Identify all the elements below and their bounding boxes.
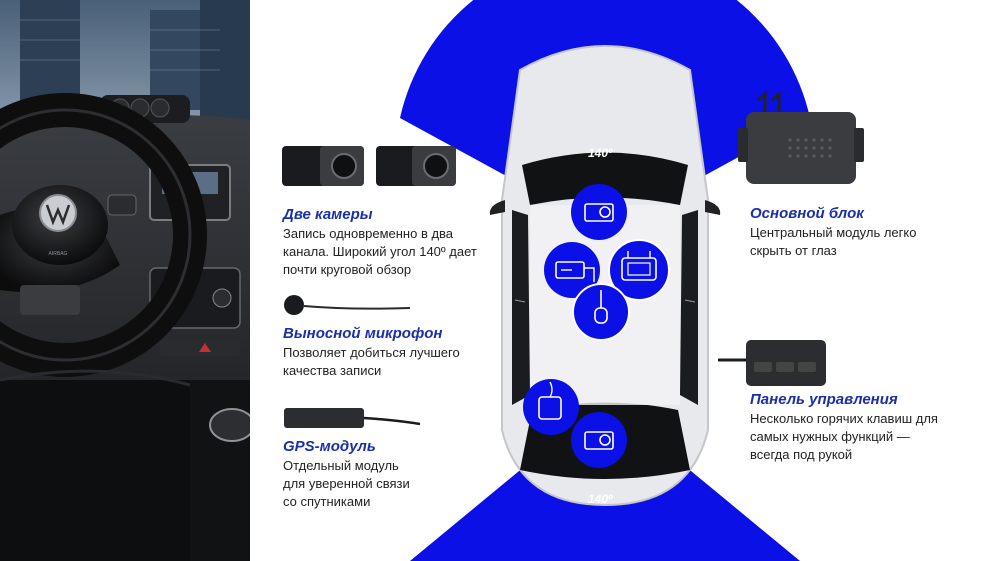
front-camera-device [282,146,364,186]
camera-icon [571,184,627,240]
interior-photo: AIRBAG [0,0,250,561]
feature-main-unit: Основной блок Центральный модуль легко с… [750,205,916,260]
control-panel-icon [608,239,670,301]
microphone-icon [572,283,630,341]
main-unit-device [738,90,864,184]
svg-text:AIRBAG: AIRBAG [49,251,68,257]
feature-control-panel: Панель управления Несколько горячих клав… [750,391,938,464]
feature-description: Несколько горячих клавиш для самых нужны… [750,411,938,462]
feature-description: Позволяет добиться лучшего качества запи… [283,345,460,378]
main-unit-icon [544,242,600,298]
feature-title: Основной блок [750,205,864,222]
rear-camera-device [376,146,456,186]
rear-angle-label: 140º [588,492,613,506]
microphone-device [284,295,411,315]
feature-title: Две камеры [283,206,373,223]
gps-device [284,408,421,428]
feature-description: Центральный модуль легко скрыть от глаз [750,225,917,258]
feature-microphone: Выносной микрофон Позволяет добиться луч… [283,325,460,380]
front-angle-label: 140º [588,146,613,160]
feature-description: Отдельный модуль для уверенной связи со … [283,458,410,509]
feature-gps: GPS-модуль Отдельный модуль для уверенно… [283,438,410,511]
rear-camera-icon [571,412,627,468]
feature-title: Панель управления [750,391,898,408]
infographic: 140º 140º Две камеры Запись одновременно… [250,0,1000,561]
feature-cameras: Две камеры Запись одновременно в два кан… [283,206,477,279]
feature-title: Выносной микрофон [283,325,443,342]
feature-title: GPS-модуль [283,438,376,455]
feature-description: Запись одновременно в два канала. Широки… [283,226,477,277]
gps-icon [523,379,579,435]
control-panel-device [718,340,826,386]
